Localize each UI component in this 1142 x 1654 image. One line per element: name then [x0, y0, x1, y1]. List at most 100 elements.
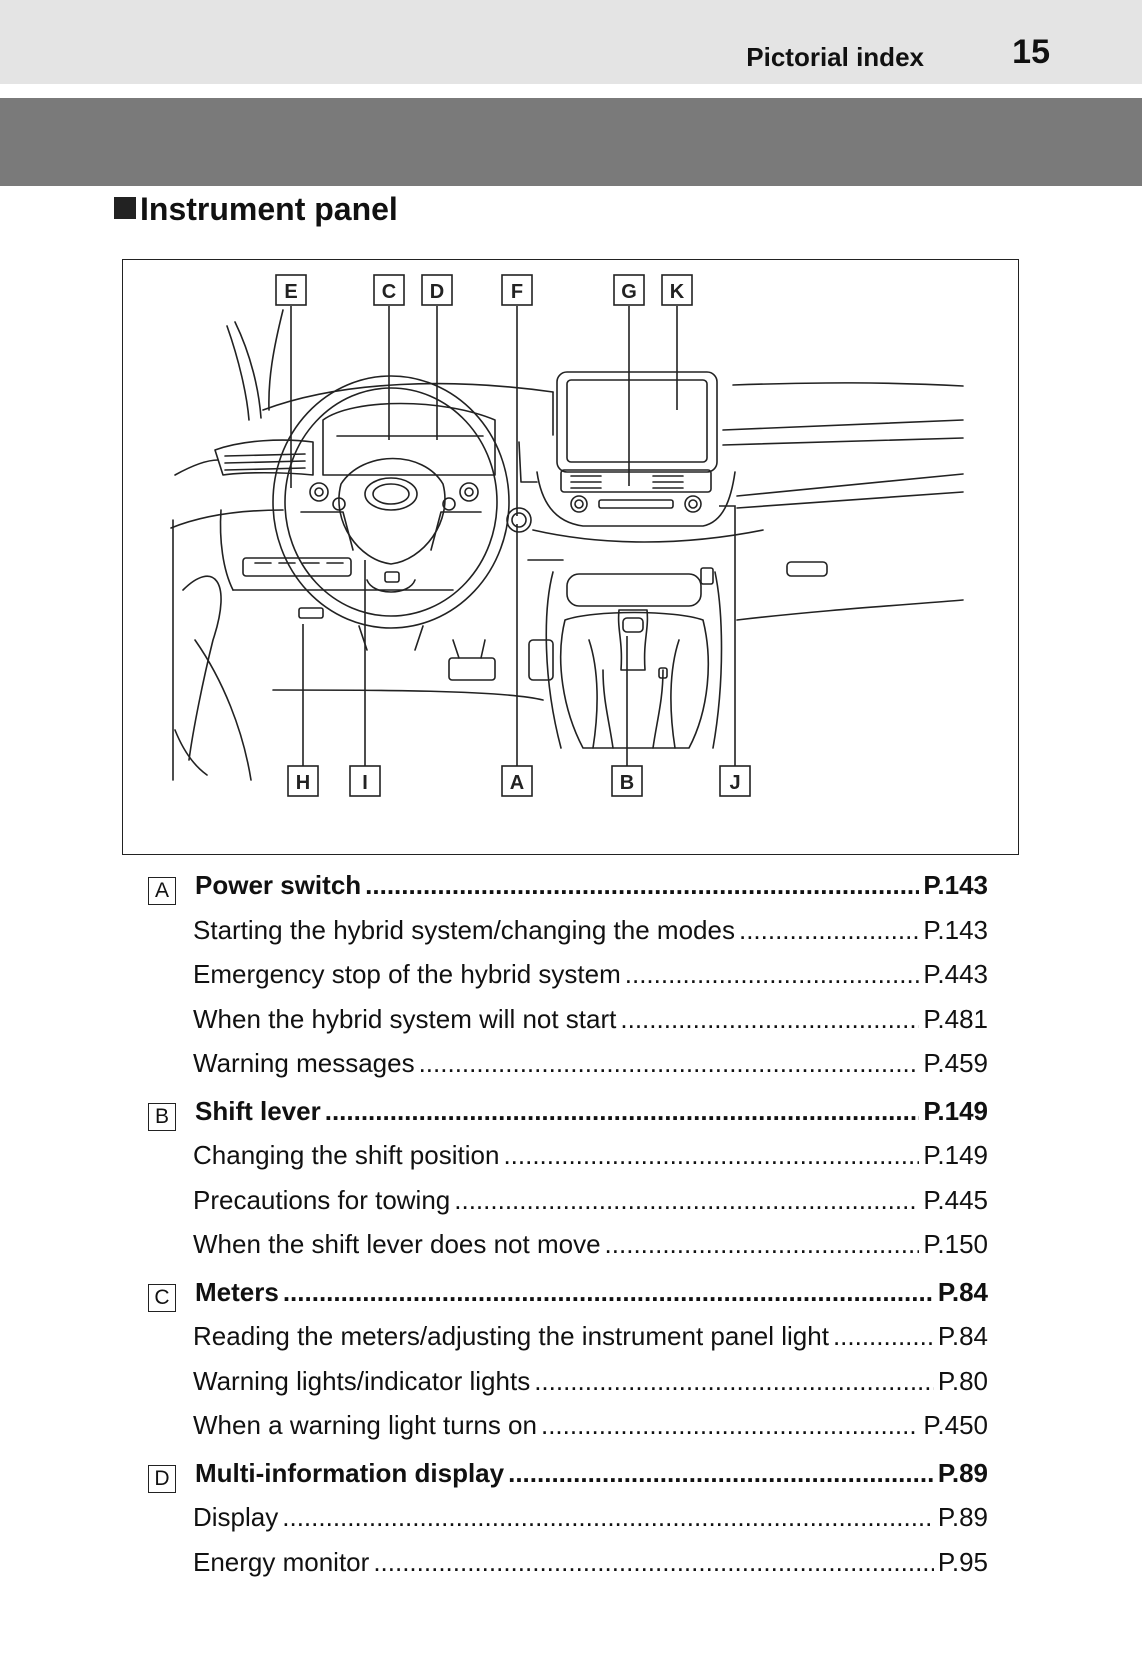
- sub-item-text: Energy monitor: [193, 1546, 370, 1577]
- entry-title: Meters: [195, 1276, 279, 1307]
- entry-letter: C: [148, 1283, 176, 1312]
- svg-text:K: K: [670, 281, 685, 303]
- dashboard-drawing: E C D F G K: [170, 274, 964, 797]
- entry-sub-row[interactable]: Warning messages P.459: [146, 1048, 988, 1093]
- entry-letter: D: [148, 1464, 176, 1493]
- svg-text:G: G: [621, 281, 637, 303]
- svg-text:A: A: [510, 772, 524, 794]
- dot-leader: [503, 1140, 919, 1171]
- sub-item-text: Warning messages: [193, 1048, 415, 1078]
- entry-sub-row[interactable]: Emergency stop of the hybrid system P.443: [146, 959, 988, 1004]
- callout-G: G: [613, 274, 645, 306]
- entry-main-row[interactable]: D Multi-information display P.89: [146, 1458, 988, 1503]
- entry-sub-row[interactable]: When the shift lever does not move P.150: [146, 1229, 988, 1274]
- page-ref: P.149: [923, 1095, 988, 1126]
- svg-text:D: D: [430, 281, 444, 303]
- svg-text:E: E: [284, 281, 297, 303]
- page-ref: P.95: [937, 1546, 988, 1577]
- entry-sub-row[interactable]: Warning lights/indicator lightsP.80: [146, 1366, 988, 1411]
- dot-leader: [541, 1410, 919, 1441]
- svg-text:J: J: [729, 772, 740, 794]
- chapter-band: [0, 98, 1142, 186]
- sub-item-text: Precautions for towing: [193, 1184, 451, 1215]
- dot-leader: [833, 1321, 934, 1352]
- sub-item-text: Display: [193, 1502, 279, 1532]
- callout-A: A: [501, 765, 533, 797]
- svg-text:I: I: [362, 772, 368, 794]
- page-ref: P.150: [923, 1229, 988, 1259]
- entry-letter: A: [148, 877, 176, 905]
- dot-leader: [739, 915, 919, 946]
- entry-sub-row[interactable]: When the hybrid system will not startP.4…: [146, 1004, 988, 1049]
- callout-I: I: [349, 765, 381, 797]
- svg-text:C: C: [382, 281, 396, 303]
- index-entry-c: C Meters P.84 Reading the meters/adjusti…: [146, 1277, 988, 1455]
- sub-item-text: When a warning light turns on: [193, 1410, 537, 1440]
- page-ref: P.89: [937, 1457, 988, 1488]
- page-ref: P.149: [923, 1140, 988, 1170]
- callout-E: E: [275, 274, 307, 306]
- page-ref: P.84: [937, 1321, 988, 1351]
- page-ref: P.89: [937, 1502, 988, 1532]
- page-ref: P.84: [937, 1276, 988, 1307]
- callout-B: B: [611, 765, 643, 797]
- dot-leader: [508, 1458, 934, 1489]
- page-ref: P.459: [923, 1048, 988, 1078]
- page-header: Pictorial index 15: [0, 0, 1142, 84]
- svg-text:B: B: [620, 772, 634, 794]
- svg-text:H: H: [296, 772, 310, 794]
- dot-leader: [625, 959, 920, 990]
- dot-leader: [534, 1366, 934, 1397]
- entry-main-row[interactable]: B Shift lever P.149: [146, 1096, 988, 1141]
- dot-leader: [283, 1277, 934, 1308]
- entry-sub-row[interactable]: When a warning light turns on P.450: [146, 1410, 988, 1455]
- entry-sub-row[interactable]: Precautions for towing P.445: [146, 1185, 988, 1230]
- page-ref: P.450: [923, 1410, 988, 1440]
- entry-title: Power switch: [195, 870, 362, 900]
- page-number: 15: [1012, 33, 1050, 71]
- dot-leader: [365, 870, 919, 901]
- entry-title: Multi-information display: [195, 1457, 505, 1488]
- dot-leader: [282, 1502, 934, 1533]
- sub-item-text: When the shift lever does not move: [193, 1229, 601, 1259]
- dot-leader: [325, 1096, 920, 1127]
- entry-main-row[interactable]: C Meters P.84: [146, 1277, 988, 1322]
- callout-C: C: [373, 274, 405, 306]
- page-ref: P.143: [923, 914, 988, 945]
- page-ref: P.143: [923, 870, 988, 900]
- svg-text:F: F: [511, 281, 523, 303]
- entry-sub-row[interactable]: Display P.89: [146, 1502, 988, 1547]
- dot-leader: [373, 1547, 934, 1578]
- entry-sub-row[interactable]: Reading the meters/adjusting the instrum…: [146, 1321, 988, 1366]
- index-entry-b: B Shift lever P.149 Changing the shift p…: [146, 1096, 988, 1274]
- page-ref: P.445: [923, 1184, 988, 1215]
- sub-item-text: Emergency stop of the hybrid system: [193, 959, 621, 989]
- dot-leader: [620, 1004, 919, 1035]
- index-list: A Power switch P.143 Starting the hybrid…: [146, 870, 988, 1591]
- heading-text: Instrument panel: [140, 191, 398, 227]
- sub-item-text: Starting the hybrid system/changing the …: [193, 914, 735, 945]
- page-ref: P.481: [923, 1003, 988, 1034]
- page-ref: P.443: [923, 959, 988, 989]
- callout-F: F: [501, 274, 533, 306]
- dot-leader: [419, 1048, 920, 1079]
- section-title: Pictorial index: [746, 42, 924, 72]
- callout-D: D: [421, 274, 453, 306]
- entry-sub-row[interactable]: Starting the hybrid system/changing the …: [146, 915, 988, 960]
- entry-main-row[interactable]: A Power switch P.143: [146, 870, 988, 915]
- entry-title: Shift lever: [195, 1095, 321, 1126]
- instrument-panel-illustration: E C D F G K: [122, 259, 1019, 855]
- dot-leader: [454, 1185, 919, 1216]
- entry-sub-row[interactable]: Energy monitor P.95: [146, 1547, 988, 1592]
- entry-sub-row[interactable]: Changing the shift position P.149: [146, 1140, 988, 1185]
- sub-item-text: Warning lights/indicator lights: [193, 1365, 531, 1396]
- callout-H: H: [287, 765, 319, 797]
- section-heading: Instrument panel: [114, 191, 398, 228]
- dot-leader: [605, 1229, 920, 1260]
- square-bullet-icon: [114, 197, 136, 219]
- index-entry-d: D Multi-information display P.89 Display…: [146, 1458, 988, 1592]
- callout-K: K: [661, 274, 693, 306]
- sub-item-text: Reading the meters/adjusting the instrum…: [193, 1321, 829, 1351]
- index-entry-a: A Power switch P.143 Starting the hybrid…: [146, 870, 988, 1093]
- sub-item-text: Changing the shift position: [193, 1140, 500, 1170]
